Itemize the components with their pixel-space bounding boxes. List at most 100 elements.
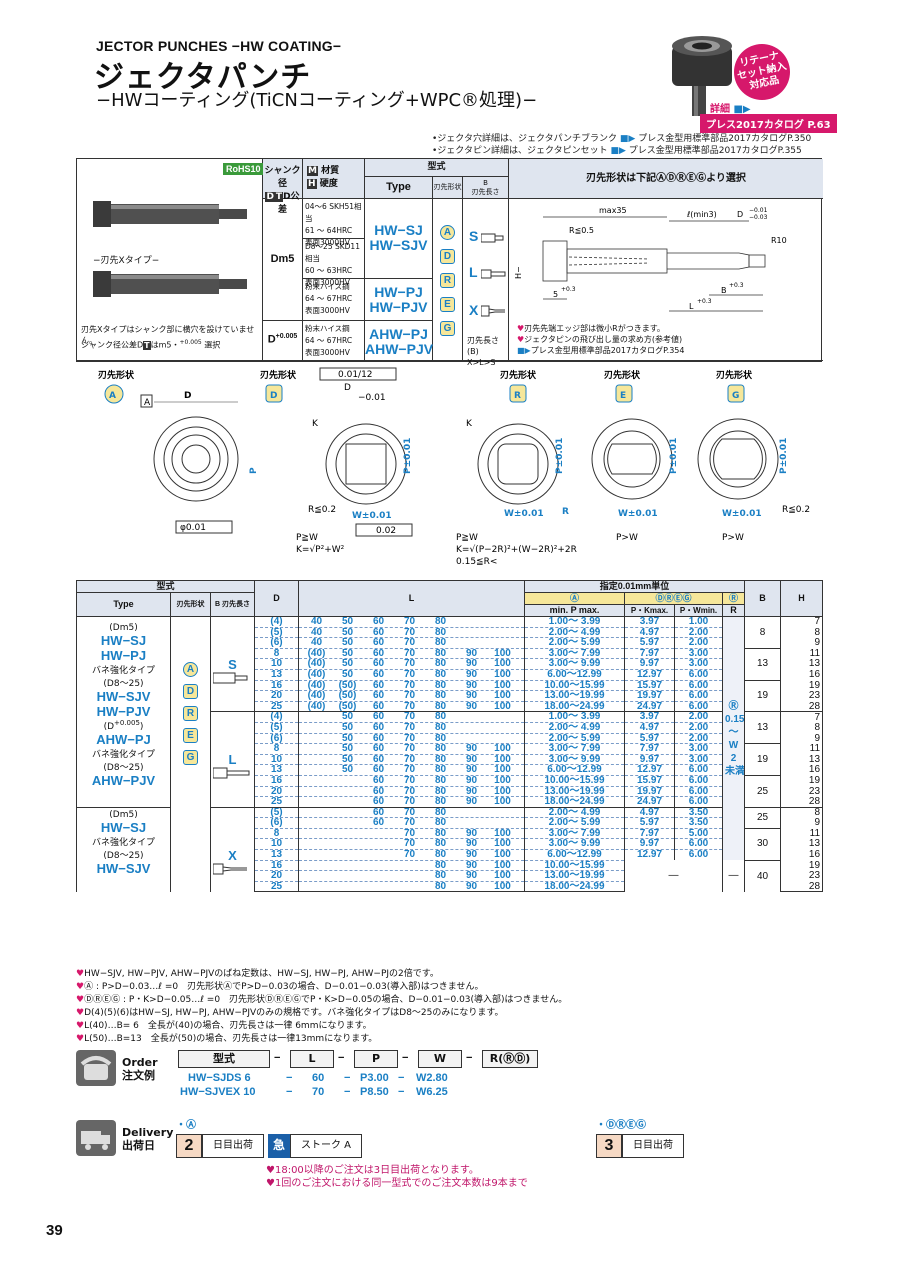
shape-r-icon: R [440,273,455,288]
cell-h: 19 [780,775,824,786]
dim-dtol: D [737,210,743,219]
cell-h: 28 [780,881,824,893]
footnote: ♥D(4)(5)(6)はHW−SJ, HW−PJ, AHW−PJVのみの規格です… [76,1008,504,1018]
dim-b-tol: +0.3 [729,282,744,289]
footnote: ♥HW−SJV, HW−PJV, AHW−PJVのばね定数は、HW−SJ, HW… [76,969,439,979]
l-value: 80 [434,786,447,797]
l-value: (40) [307,690,326,702]
shape-a-label: 刃先形状 [98,369,135,381]
l-value: 80 [434,733,447,744]
note-r-k: K=√(P−2R)²+(W−2R)²+2R [456,544,577,555]
l-value: (40) [307,669,326,680]
dim-d-minus: −0.01 [358,393,386,403]
l-value: 70 [403,733,416,744]
tip-len-cell: L [210,711,255,808]
order-example-1: HW−SJDS 6−60−P3.00−W2.80 [188,1072,448,1084]
dim-b: B [721,286,727,295]
order-sep: − [402,1052,409,1064]
dim-l-tol: +0.3 [697,298,712,305]
l-value: 70 [403,817,416,829]
l-value: 80 [434,764,447,776]
l-value: 50 [341,754,354,765]
cell-pk: 5.97 [624,817,675,829]
cell-d: 13 [254,668,299,681]
title-jp: ジェクタパンチ [94,60,312,95]
catalog-ref-link[interactable]: プレス2017カタログ P.63 [700,114,837,133]
shape-r-icon: R [183,706,198,722]
detail-label: 詳細 ■▶ [710,104,751,115]
cell-h: 23 [780,870,824,882]
type-group-line: HW−SJ [100,633,147,648]
cell-p-range: 3.00～ 7.99 [524,827,625,839]
cell-h: 9 [780,817,824,829]
shape-r-label: 刃先形状 [500,369,537,381]
cell-d: (5) [254,806,299,818]
footnote: ♥ⒹⓇⒺⒼ : P・K>D−0.05…ℓ =0 刃先形状ⒹⓇⒺⒼでP・K>D−0… [76,995,568,1005]
cell-h: 28 [780,701,824,712]
order-example-2: HW−SJVEX 10−70−P8.50−W6.25 [180,1086,448,1098]
shank-d-tol: D+0.005 [263,321,303,361]
express-text: ストーク A [290,1134,362,1158]
note-g: P>W [722,533,744,543]
product-photo-cell: RoHS10 −刃先Xタイプ− 刃先Xタイプはシャンク部に横穴を設けていません。… [77,159,264,361]
l-value: 50 [341,627,354,638]
order-sep: − [338,1052,345,1064]
cell-p-range: 3.00～ 7.99 [524,743,625,755]
l-value: 70 [403,680,416,691]
hdr-minmax: min. P max. [524,604,625,617]
cell-h: 16 [780,669,824,681]
hdr-a: Ⓐ [524,592,625,605]
tip-s-icon [481,233,504,243]
l-value: 90 [465,860,478,871]
l-value: 100 [494,775,511,786]
type-group-line: HW−SJV [96,860,151,876]
dim-g-w: W±0.01 [722,509,762,519]
l-value: 80 [434,860,447,871]
cell-h: 13 [780,658,824,670]
type-group-line: (Dm5) [109,809,138,820]
cell-h: 13 [780,838,824,850]
dimension-table: 型式 D L 指定0.01mm単位 B H Type 刃先形状 B 刃先長さ Ⓐ… [76,580,824,893]
l-value: 60 [372,690,385,702]
cell-d: 20 [254,870,299,882]
cell-pw: 5.00 [674,827,723,839]
cell-pk: 24.97 [624,796,675,808]
l-value: 100 [494,828,511,839]
dim-d-up: −0.01 [749,207,768,214]
l-value: 90 [465,870,478,882]
l-value: 70 [403,754,416,765]
l-value: 60 [372,648,385,659]
cell-b: 19 [744,679,782,712]
type-group-line: (Dm5) [109,623,138,633]
l-value: (40) [307,658,326,670]
tip-x-icon [481,305,505,317]
l-value: 80 [434,807,447,818]
hdr-model: 型式 [76,580,255,593]
cell-p-range: 2.00～ 4.99 [524,626,625,638]
note-r-range: 0.15≦R< [456,557,497,567]
note-r-pw: P≧W [456,533,478,543]
cell-pw: 6.00 [674,785,723,797]
l-value: 90 [465,743,478,755]
shape-e-icon: E [440,297,455,312]
cell-pk: 7.97 [624,647,675,659]
l-value: 60 [372,711,385,723]
dim-d-tol: 0.01/12 [338,370,373,380]
hdr-len: B 刃先長さ [210,592,255,617]
